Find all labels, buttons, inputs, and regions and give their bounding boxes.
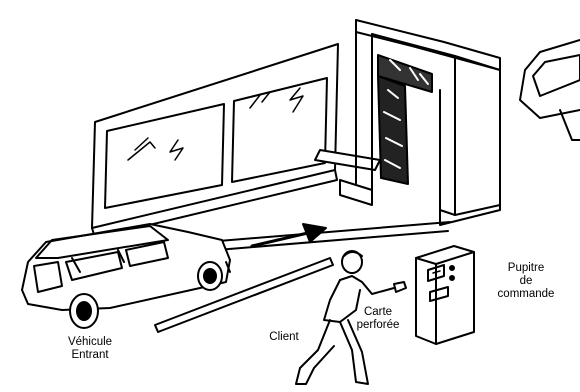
- vehicle-label: Véhicule Entrant: [55, 336, 125, 362]
- control-desk-icon: [415, 245, 475, 345]
- card-label-line-2: perforée: [356, 319, 400, 331]
- control-desk-label-line-1: Pupitre: [507, 262, 545, 274]
- arrow-right-icon: [250, 223, 327, 248]
- client-label: Client: [269, 331, 299, 343]
- vehicle-label-line-2: Entrant: [71, 349, 109, 361]
- card-label-line-1: Carte: [363, 306, 393, 318]
- person-icon: [295, 250, 407, 385]
- control-desk-label-line-2: de: [519, 275, 533, 287]
- car-wash-gantry-icon: [339, 19, 501, 226]
- card-label: Carte perforée: [348, 306, 408, 332]
- car-icon: [21, 223, 231, 329]
- car-icon: [519, 39, 580, 141]
- wash-tunnel-wall: [91, 43, 381, 239]
- vehicle-label-line-1: Véhicule: [67, 336, 113, 348]
- control-desk-label-line-3: commande: [497, 288, 555, 300]
- control-desk-label: Pupitre de commande: [478, 262, 574, 301]
